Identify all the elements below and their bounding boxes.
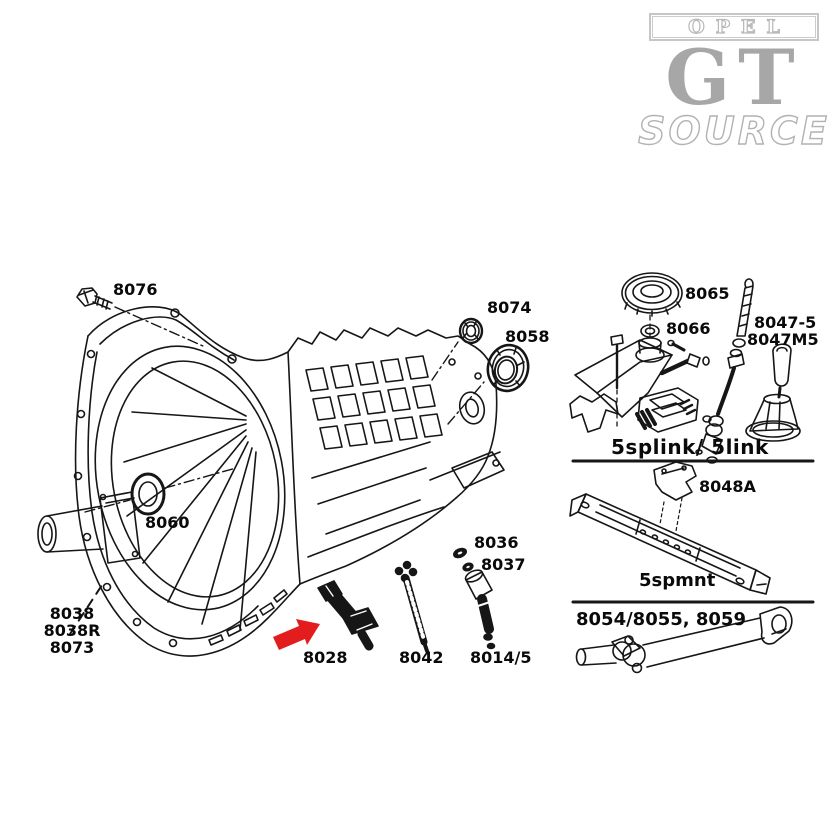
shift-lever-drawing [695,278,754,464]
source-logo-text: SOURCE [637,109,830,154]
speedo-pinion-8014-drawing [464,569,496,650]
part-label-8028: 8028 [303,648,348,667]
part-label-8074: 8074 [487,298,532,317]
seal-8074-drawing [431,317,484,381]
leader-8038 [69,581,105,635]
part-label-8076: 8076 [113,280,158,299]
caption-5spmnt: 5spmnt [639,570,716,591]
opel-logo-box: OPEL [649,13,819,41]
opel-logo-text: OPEL [688,15,791,38]
shift-knob-boot-drawing [745,343,801,442]
part-label-8073: 8073 [49,637,95,657]
seal-8036-drawing [452,547,468,559]
driveshaft-drawing [575,606,793,674]
part-label-8038r: 8038R [43,620,101,640]
part-label-8065: 8065 [685,284,730,303]
seal-8058-drawing [447,343,530,425]
part-label-8048a: 8048A [699,477,756,496]
caption-8054-8055-8059: 8054/8055, 8059 [576,609,746,630]
part-label-8036: 8036 [474,533,519,552]
part-label-8038: 8038 [49,604,95,623]
part-label-8047-5: 8047-5 [754,313,817,332]
part-label-8014-5: 8014/5 [470,648,532,667]
bolt-8042-drawing [394,560,429,653]
bolt-8028-drawing [317,580,379,651]
caption-5splink-5link: 5splink/ 5link [611,435,769,459]
part-label-8058: 8058 [505,327,550,346]
part-label-8038-group: 8038 8038R 8073 [38,604,106,657]
mount-8048a-drawing [653,461,697,532]
gt-logo-text: GT [665,33,803,122]
part-label-8066: 8066 [666,319,711,338]
part-label-8042: 8042 [399,648,444,667]
seal-8060-drawing [84,467,237,516]
switch-8076-drawing [76,287,204,347]
part-label-8047m5: 8047M5 [747,330,819,349]
part-label-8037: 8037 [481,555,526,574]
shifter-assembly-drawing [569,272,712,433]
part-label-8060: 8060 [145,513,190,532]
crossmember-drawing [569,493,771,595]
opel-gt-source-logo: OPEL GT SOURCE [637,13,830,154]
seal-8037-drawing [462,562,474,572]
transmission-drawing [37,306,505,657]
red-arrow-icon [273,619,320,650]
